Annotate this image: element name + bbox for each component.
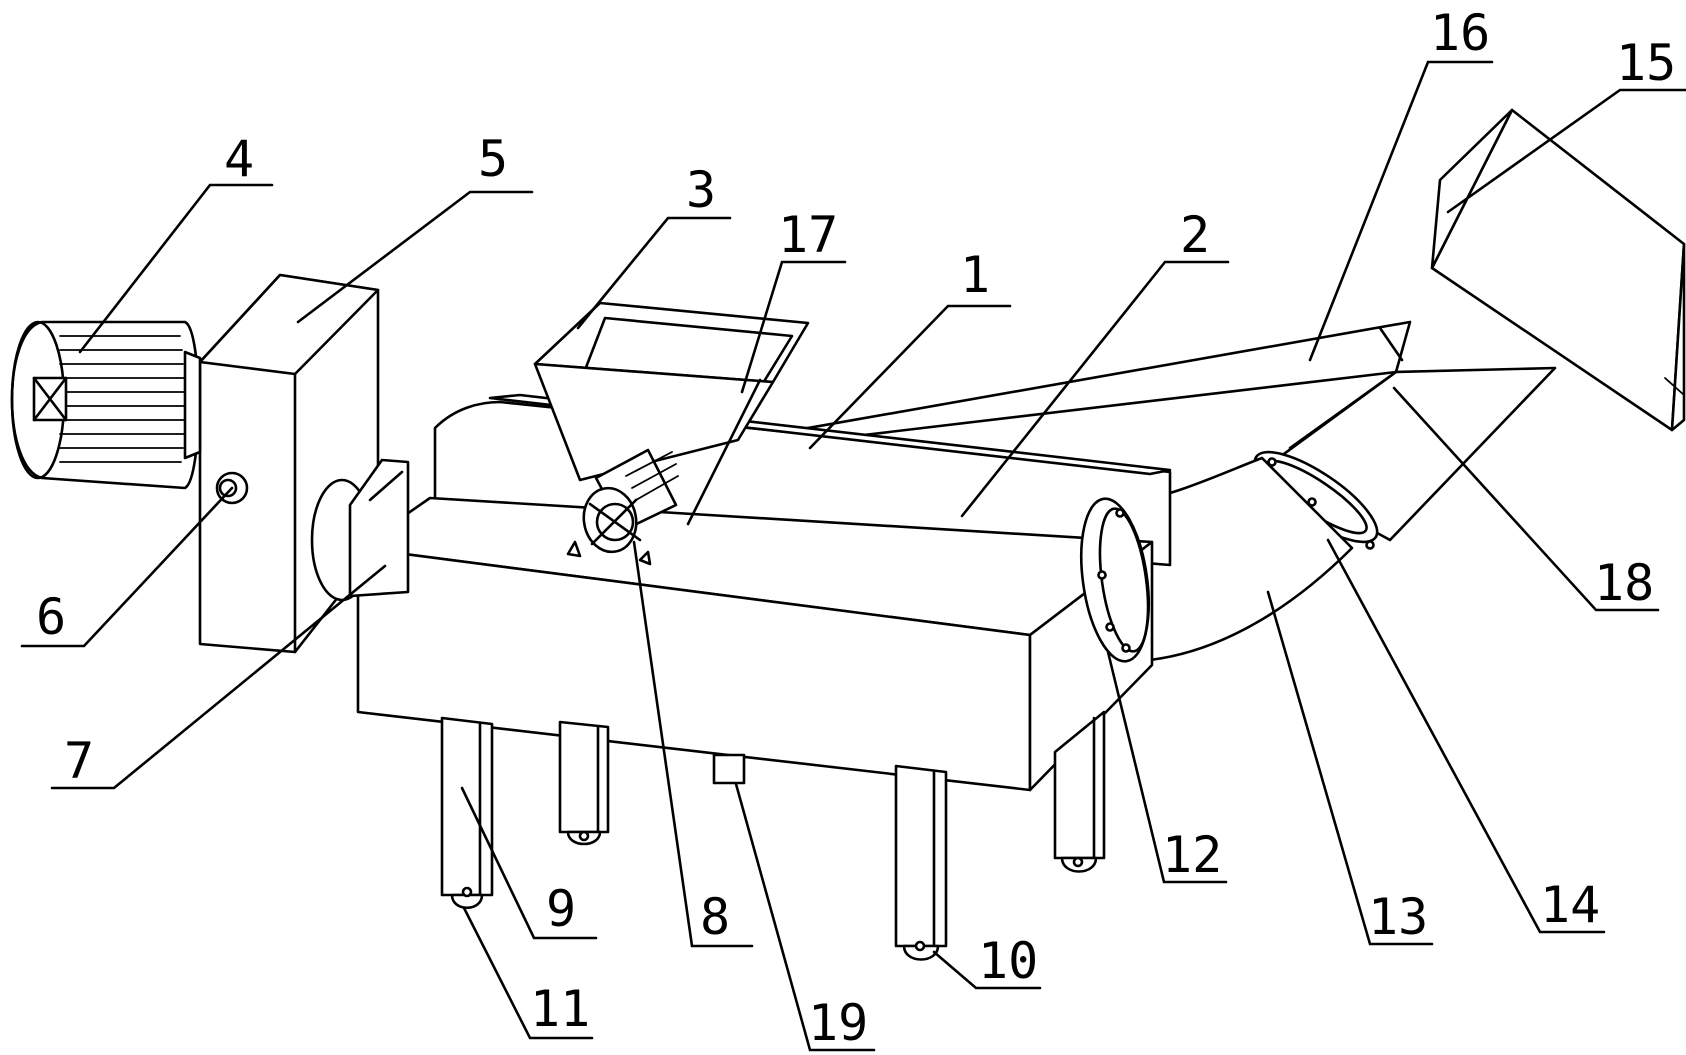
callout-8: 8 [700, 888, 730, 946]
callout-9: 9 [546, 880, 576, 938]
callout-2: 2 [1180, 206, 1210, 264]
part-1-housing-box [356, 496, 1154, 792]
callout-19: 19 [808, 994, 868, 1052]
part-17-feed-pipe [686, 378, 762, 526]
part-12-flange-ring [1080, 497, 1150, 663]
callout-10: 10 [978, 932, 1038, 990]
callout-13: 13 [1368, 888, 1428, 946]
callout-18: 18 [1594, 554, 1654, 612]
part-8-roller [566, 448, 679, 566]
part-19-outlet [712, 753, 746, 785]
callout-5: 5 [478, 130, 508, 188]
part-10-front-leg [894, 764, 948, 961]
part-9-front-leg [440, 716, 494, 910]
callout-15: 15 [1616, 34, 1676, 92]
leader-lines [20, 60, 1686, 1052]
part-9-rear-leg-left [558, 720, 610, 846]
callout-14: 14 [1540, 876, 1600, 934]
callout-7: 7 [64, 732, 94, 790]
part-10-rear-leg [1053, 710, 1106, 873]
part-13-elbow-pipe [1128, 456, 1354, 662]
callout-16: 16 [1430, 4, 1490, 62]
part-3-feed-hopper [533, 301, 810, 482]
part-15-hopper-box [1430, 108, 1686, 432]
part-4-motor [10, 320, 202, 490]
callout-11: 11 [530, 980, 590, 1038]
callout-3: 3 [686, 161, 716, 219]
part-7-coupling [310, 458, 410, 602]
callout-6: 6 [36, 588, 66, 646]
callout-labels: 4 5 3 17 1 2 16 15 6 7 8 9 11 10 19 12 1… [36, 4, 1676, 1052]
callout-12: 12 [1162, 826, 1222, 884]
callout-1: 1 [960, 246, 990, 304]
callout-17: 17 [778, 206, 838, 264]
callout-4: 4 [224, 130, 254, 188]
